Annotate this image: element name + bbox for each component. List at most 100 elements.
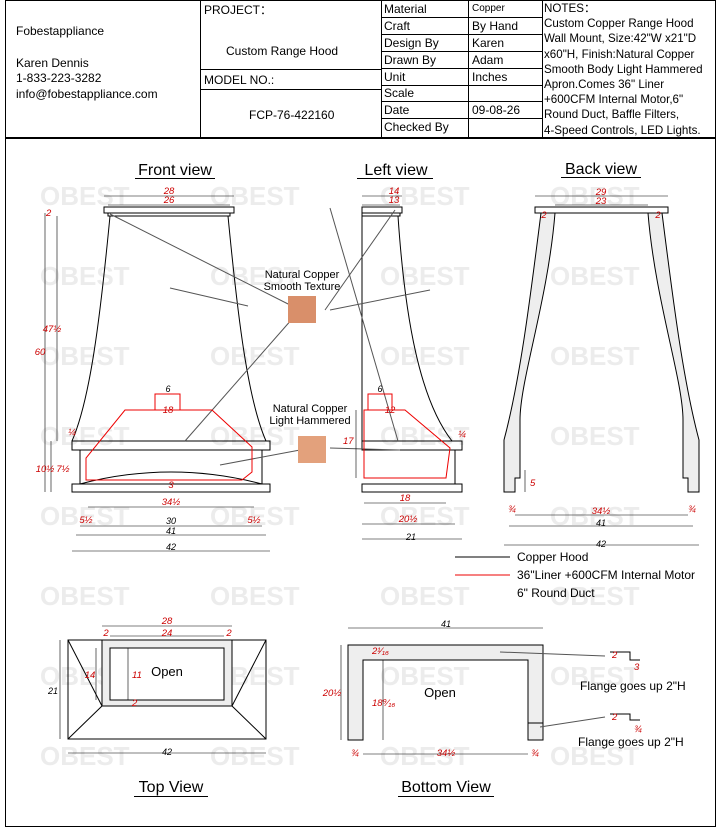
bottom-view <box>347 644 606 741</box>
dim-bottom-3-4-right: ¾ <box>531 748 539 759</box>
legend-hood-label: Copper Hood <box>517 550 588 564</box>
legend-liner-label: 36"Liner +600CFM Internal Motor <box>517 568 695 582</box>
drawing-sheet: OBEST OBEST OBEST OBEST OBEST OBEST OBES… <box>5 138 716 827</box>
watermark: OBEST <box>550 741 640 771</box>
dim-front-7: 7½ <box>56 464 69 475</box>
front-view <box>71 206 301 493</box>
bottom-view-dims: 41 2¹⁄₁₆ 20½ 18⁹⁄₁₆ ¾ ¾ 34½ <box>322 619 543 759</box>
notes-line: Apron.Comes 36" Liner <box>544 78 665 92</box>
spec-value-craft: By Hand <box>472 19 519 33</box>
dim-left-17: 17 <box>343 436 354 447</box>
dim-back-5: 5 <box>530 478 536 489</box>
notes-line: Round Duct, Baffle Filters, <box>544 108 680 122</box>
legend: Copper Hood 36"Liner +600CFM Internal Mo… <box>455 550 695 600</box>
dim-back-29: 29 <box>595 187 607 198</box>
dim-left-6: 6 <box>377 384 382 394</box>
dim-front-3: 3 <box>168 480 174 491</box>
dim-left-12: 12 <box>385 405 396 416</box>
back-view-dims: 29 23 2 2 5 ¾ ¾ 34½ 41 42 <box>504 187 699 549</box>
watermark: OBEST <box>380 581 470 611</box>
dim-front-34: 34½ <box>162 497 181 508</box>
watermark: OBEST <box>550 341 640 371</box>
notes-line: Smooth Body Light Hammered <box>544 62 703 76</box>
back-view-title: Back view <box>565 161 637 178</box>
dim-front-41: 41 <box>166 526 176 536</box>
flange-detail-2: 2 ¾ Flange goes up 2"H <box>578 712 684 749</box>
watermark: OBEST <box>210 581 300 611</box>
flange-note-2: Flange goes up 2"H <box>578 735 684 749</box>
watermark: OBEST <box>550 581 640 611</box>
dim-top-28: 28 <box>161 616 173 627</box>
notes-line: +600CFM Internal Motor,6" <box>544 93 684 107</box>
flange-note-1: Flange goes up 2"H <box>580 679 686 693</box>
dim-front-10: 10½ <box>36 464 55 475</box>
watermark: OBEST <box>380 421 470 451</box>
dim-flange2-2: 2 <box>611 712 618 723</box>
watermark: OBEST <box>210 261 300 291</box>
flange-detail-1: 2 3 Flange goes up 2"H <box>580 650 686 693</box>
left-view <box>324 206 463 493</box>
dim-back-34: 34½ <box>592 506 611 517</box>
dim-bottom-3-4-left: ¾ <box>351 748 359 759</box>
dim-back-41: 41 <box>596 518 606 528</box>
spec-label-date: Date <box>384 103 410 117</box>
dim-back-3-4-right: ¾ <box>688 504 696 515</box>
dim-front-28: 28 <box>163 186 175 197</box>
dim-back-42: 42 <box>596 539 606 549</box>
dim-front-5-right: 5½ <box>247 515 260 526</box>
dim-front-6: 6 <box>165 384 170 394</box>
dim-bottom-34: 34½ <box>437 748 456 759</box>
drawing-border <box>5 138 716 827</box>
dim-front-42: 42 <box>166 542 176 552</box>
spec-label-craft: Craft <box>384 19 411 33</box>
dim-flange1-2: 2 <box>611 650 618 661</box>
front-view-dims: 28 26 2 60 47½ ¼ 10½ 7½ 6 18 3 34½ 5½ 5½… <box>35 186 270 552</box>
dim-back-2-left: 2 <box>540 210 547 221</box>
watermark: OBEST <box>550 421 640 451</box>
spec-value-design: Karen <box>472 36 505 50</box>
top-view <box>67 639 267 740</box>
dim-bottom-41: 41 <box>441 619 451 629</box>
project-label: PROJECT： <box>204 3 273 17</box>
watermark: OBEST <box>40 421 130 451</box>
watermark: OBEST <box>40 341 130 371</box>
dim-back-2-right: 2 <box>654 210 661 221</box>
dim-flange2-3-4: ¾ <box>634 724 642 735</box>
spec-label-unit: Unit <box>384 70 406 84</box>
dim-front-30: 30 <box>166 516 176 526</box>
spec-value-unit: Inches <box>472 70 508 84</box>
smooth-finish-line1: Natural Copper <box>265 269 340 281</box>
bottom-view-title: Bottom View <box>401 779 491 796</box>
spec-value-drawn: Adam <box>472 53 504 67</box>
watermark: OBEST <box>40 741 130 771</box>
smooth-finish-swatch <box>288 296 316 323</box>
watermark: OBEST <box>380 661 470 691</box>
contact-phone: 1-833-223-3282 <box>16 71 102 85</box>
bottom-view-open-label: Open <box>424 685 456 700</box>
notes-line: 4-Speed Controls, LED Lights. <box>544 123 701 137</box>
contact-name: Karen Dennis <box>16 56 89 70</box>
dim-front-18: 18 <box>163 405 174 416</box>
project-value: Custom Range Hood <box>226 44 339 58</box>
dim-front-2: 2 <box>45 208 52 219</box>
dim-front-47: 47½ <box>43 324 62 335</box>
dim-bottom-18: 18⁹⁄₁₆ <box>372 698 395 709</box>
dim-top-14: 14 <box>85 670 96 681</box>
notes-title: NOTES： <box>544 2 596 15</box>
title-block-frame <box>5 0 716 138</box>
top-view-open-label: Open <box>151 664 183 679</box>
notes-line: Custom Copper Range Hood <box>544 17 694 31</box>
spec-value-date: 09-08-26 <box>472 103 521 117</box>
dim-front-5-left: 5½ <box>79 515 92 526</box>
spec-label-design: Design By <box>384 36 439 50</box>
dim-top-42: 42 <box>162 747 172 757</box>
hammered-finish-line2: Light Hammered <box>269 415 350 427</box>
dim-back-23: 23 <box>595 196 607 207</box>
notes-line: Wall Mount, Size:42"W x21"D <box>544 32 697 46</box>
spec-label-drawn: Drawn By <box>384 53 437 67</box>
watermark: OBEST <box>380 341 470 371</box>
dim-bottom-20: 20½ <box>322 688 342 699</box>
dim-left-18: 18 <box>400 493 411 504</box>
legend-duct-label: 6" Round Duct <box>517 586 595 600</box>
watermark: OBEST <box>380 261 470 291</box>
